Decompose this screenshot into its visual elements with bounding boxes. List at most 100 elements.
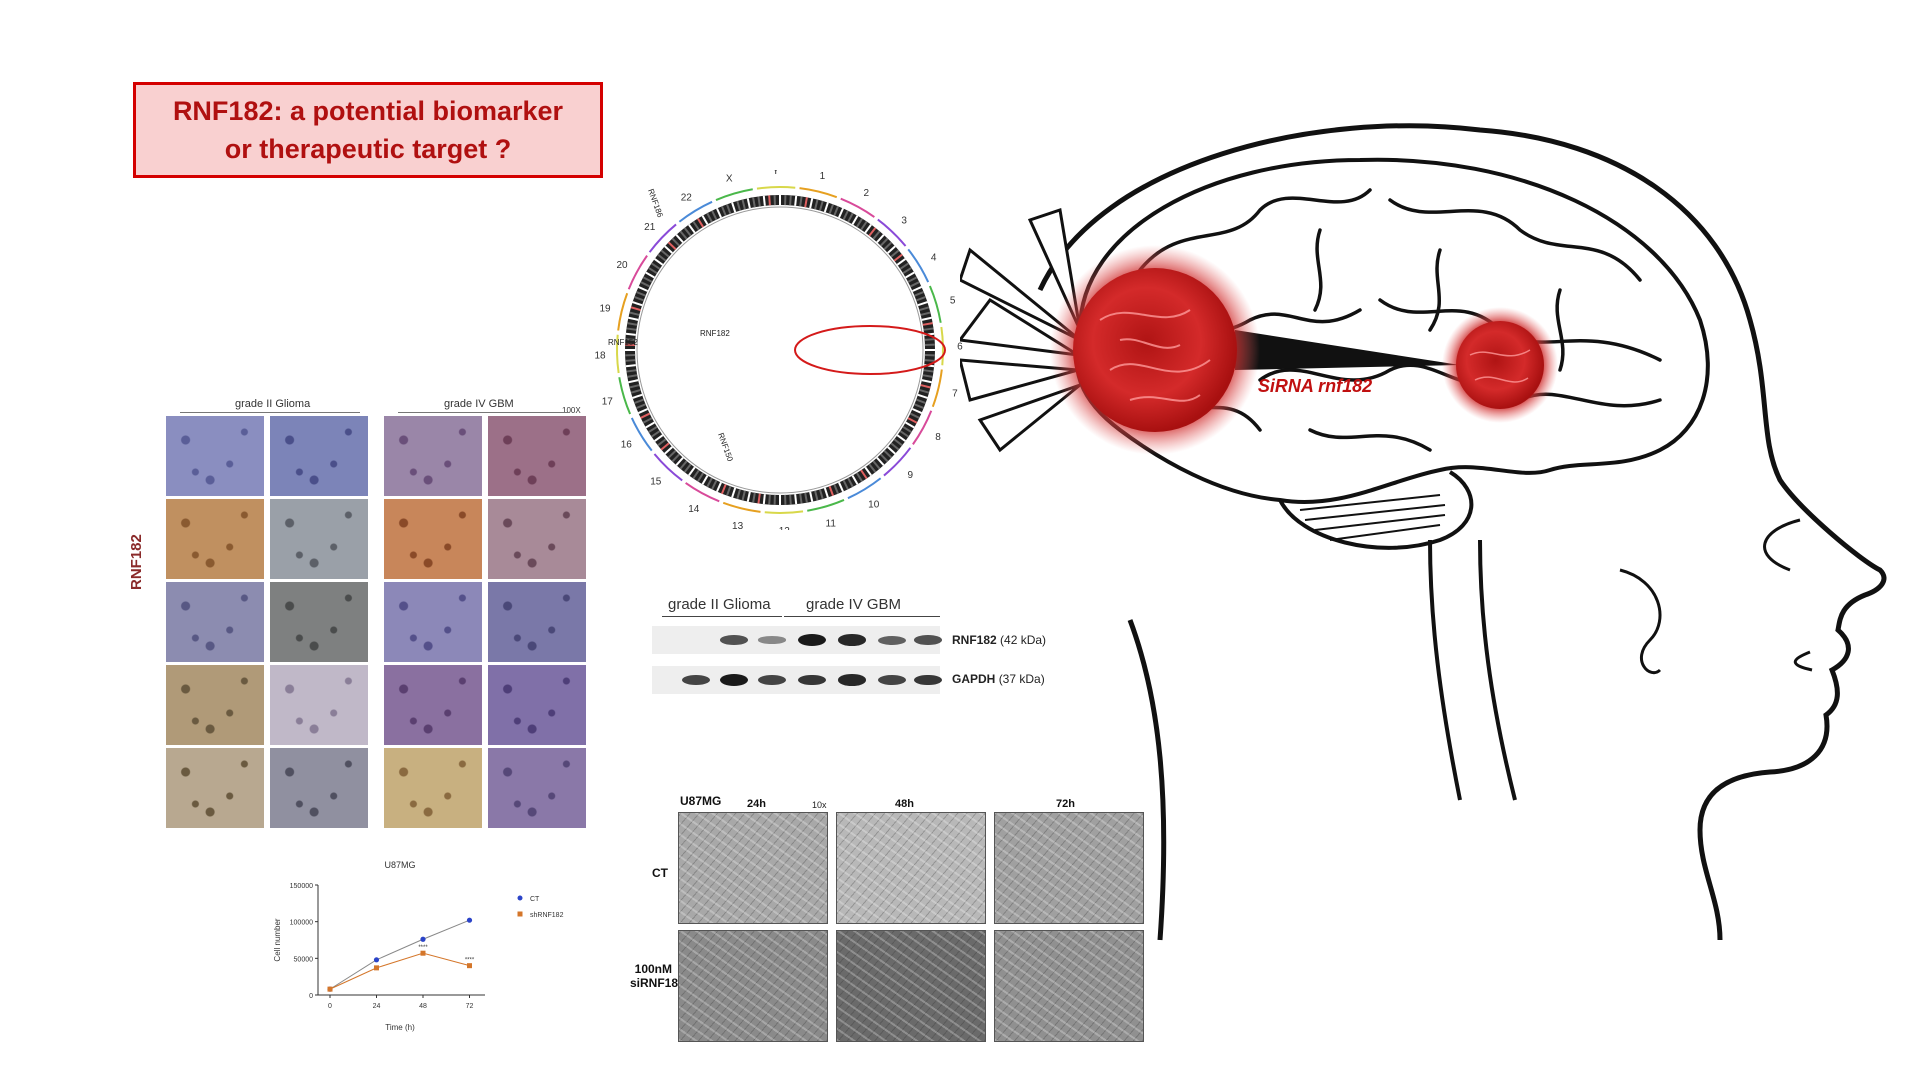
circos-band bbox=[731, 202, 737, 213]
circos-band bbox=[880, 453, 889, 463]
circos-chrom-arc bbox=[627, 255, 648, 290]
wb-rnf182-name: RNF182 bbox=[952, 633, 997, 647]
circos-chrom-arc bbox=[616, 334, 620, 374]
ihc-image bbox=[270, 665, 368, 745]
ihc-image bbox=[488, 416, 586, 496]
ihc-group1-label: grade II Glioma bbox=[235, 398, 311, 410]
circos-band bbox=[650, 430, 661, 438]
circos-band bbox=[883, 450, 893, 459]
circos-band bbox=[731, 487, 737, 498]
circos-chrom-label: 2 bbox=[863, 188, 869, 199]
circos-band bbox=[640, 412, 651, 419]
circos-band bbox=[887, 446, 896, 455]
circos-band bbox=[880, 237, 889, 247]
wb-band bbox=[838, 634, 866, 646]
circos-band bbox=[675, 457, 684, 466]
circos-band bbox=[648, 267, 658, 275]
circos-band bbox=[919, 306, 930, 311]
circos-band bbox=[692, 469, 700, 480]
circos-band bbox=[706, 477, 713, 488]
ihc-image bbox=[384, 748, 482, 828]
circos-band bbox=[629, 384, 640, 389]
circos-band bbox=[896, 434, 906, 442]
circos-band bbox=[851, 475, 859, 485]
circos-band bbox=[752, 492, 756, 503]
circos-band bbox=[860, 469, 868, 480]
circos-chrom-label: 17 bbox=[602, 397, 614, 408]
circos-band bbox=[625, 332, 636, 336]
circos-band bbox=[675, 234, 684, 243]
wb-band bbox=[878, 635, 906, 645]
circos-band bbox=[828, 204, 834, 215]
circos-band bbox=[671, 453, 680, 463]
chart-legend-marker bbox=[517, 911, 523, 917]
circos-chrom-label: 11 bbox=[826, 519, 837, 530]
circos-band bbox=[921, 379, 932, 384]
circos-band bbox=[804, 492, 808, 503]
circos-band bbox=[645, 271, 655, 279]
wb-gapdh-size: (37 kDa) bbox=[998, 672, 1045, 686]
wb-band bbox=[914, 674, 942, 686]
micro-row-si-line2: siRNF182 bbox=[630, 976, 685, 990]
circos-band bbox=[654, 258, 664, 266]
chart-annotation: **** bbox=[465, 958, 475, 964]
chart-point bbox=[373, 957, 380, 963]
microscopy-image bbox=[678, 812, 828, 924]
circos-chrom-label: X bbox=[726, 173, 733, 184]
ihc-image bbox=[166, 416, 264, 496]
circos-band bbox=[838, 482, 844, 493]
wb-band bbox=[798, 674, 826, 686]
ihc-image bbox=[488, 665, 586, 745]
circos-chrom-label: 3 bbox=[901, 216, 907, 227]
circos-band bbox=[922, 322, 933, 326]
circos-band bbox=[819, 200, 824, 211]
circos-band bbox=[905, 271, 915, 279]
circos-band bbox=[920, 311, 931, 316]
circos-chrom-arc bbox=[630, 417, 653, 452]
circos-chrom-arc bbox=[907, 248, 930, 283]
circos-band bbox=[757, 493, 761, 504]
circos-band bbox=[917, 301, 928, 307]
circos-chrom-arc bbox=[764, 510, 804, 514]
circos-band bbox=[706, 212, 713, 223]
circos-chrom-arc bbox=[756, 186, 796, 190]
circos-band bbox=[814, 490, 819, 501]
ihc-image bbox=[384, 499, 482, 579]
circos-band bbox=[842, 210, 849, 221]
wb-band bbox=[914, 635, 942, 645]
circos-band bbox=[701, 475, 709, 485]
circos-band bbox=[640, 281, 651, 288]
circos-band bbox=[664, 446, 673, 455]
circos-chrom-label: 19 bbox=[600, 304, 612, 315]
circos-band bbox=[809, 198, 814, 209]
micro-time-48h: 48h bbox=[895, 798, 914, 810]
circos-band bbox=[851, 215, 859, 225]
chart-point bbox=[466, 917, 473, 923]
circos-band bbox=[921, 316, 932, 321]
circos-band bbox=[634, 398, 645, 404]
sirna-label: SiRNA rnf182 bbox=[1258, 376, 1372, 396]
circos-chrom-arc bbox=[799, 187, 838, 199]
circos-band bbox=[679, 230, 688, 240]
circos-chrom-label: 22 bbox=[681, 192, 693, 203]
circos-chrom-label: 12 bbox=[779, 526, 791, 530]
circos-chrom-label: 9 bbox=[908, 470, 914, 481]
circos-band bbox=[899, 430, 910, 438]
circos-band bbox=[809, 491, 814, 502]
circos-band bbox=[883, 241, 893, 250]
chart-title: U87MG bbox=[384, 860, 415, 870]
circos-band bbox=[762, 494, 766, 505]
circos-band bbox=[864, 224, 872, 234]
brain-illustration: SiRNA rnf182 bbox=[960, 123, 1887, 941]
circos-chrom-arc bbox=[807, 498, 845, 512]
circos-band bbox=[630, 389, 641, 394]
circos-highlight-ellipse bbox=[794, 325, 946, 375]
circos-band bbox=[660, 249, 670, 258]
circos-chrom-label: 14 bbox=[688, 504, 700, 515]
circos-band bbox=[625, 359, 636, 362]
circos-band bbox=[890, 249, 900, 258]
circos-band bbox=[872, 230, 881, 240]
ihc-row-label: RNF182 bbox=[128, 534, 145, 590]
ihc-magnification: 100X bbox=[562, 406, 581, 415]
wb-group2-label: grade IV GBM bbox=[806, 596, 902, 613]
